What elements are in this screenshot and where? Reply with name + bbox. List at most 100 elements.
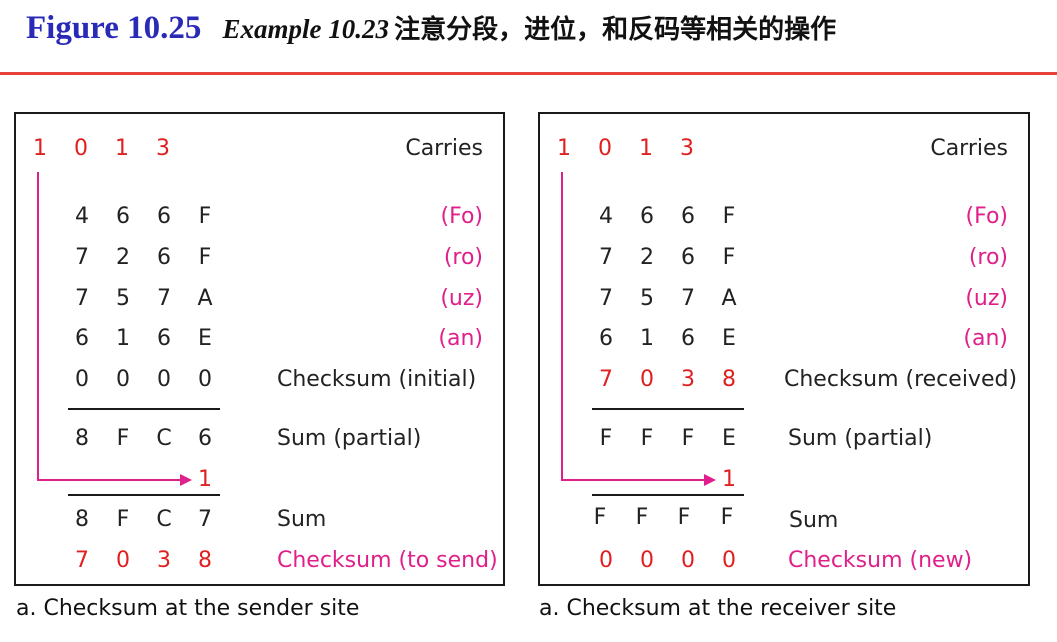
receiver-word-label: (uz) [965,286,1008,311]
receiver-result-digit: 0 [681,548,695,573]
receiver-partial-digit: F [640,426,654,451]
sender-carry-in: 1 [198,467,212,492]
receiver-checksum-received-label: Checksum (received) [784,367,1018,392]
receiver-sum-digit: F [635,505,649,530]
sender-final-rule [68,494,220,496]
receiver-word-digit: 6 [640,204,654,229]
receiver-carry-digit: 1 [557,136,571,161]
receiver-word-digit: 6 [681,326,695,351]
sender-result-digit: 3 [157,548,171,573]
sender-word-digit: 2 [116,245,130,270]
receiver-word-digit: 1 [640,326,654,351]
receiver-carries-label: Carries [930,136,1008,161]
receiver-partial-digit: F [599,426,613,451]
receiver-word-digit: A [721,286,737,311]
sender-sum-rule [68,408,220,410]
receiver-partial-digit: F [681,426,695,451]
sender-result-digit: 8 [198,548,212,573]
sender-word-digit: 7 [75,286,89,311]
receiver-checksum-digit: 7 [599,367,613,392]
sender-word-label: (an) [438,326,483,351]
receiver-carry-digit: 3 [680,136,694,161]
sender-word-digit: 4 [75,204,89,229]
receiver-result-digit: 0 [599,548,613,573]
receiver-result-label: Checksum (new) [788,548,973,573]
sender-checksum-initial-label: Checksum (initial) [277,367,477,392]
receiver-partial-digit: E [722,426,736,451]
receiver-result-digit: 0 [722,548,736,573]
receiver-carry-digit: 1 [639,136,653,161]
sender-carry-digit: 3 [156,136,170,161]
sender-carry-digit: 1 [33,136,47,161]
receiver-sum-digit: F [593,505,607,530]
sender-panel: 1 0 1 3 Carries 4 6 6 F (Fo) 7 2 6 F (ro… [14,112,505,586]
receiver-caption: a. Checksum at the receiver site [539,596,897,621]
sender-word-digit: 6 [157,204,171,229]
receiver-word-digit: 6 [681,204,695,229]
sender-checksum-digit: 0 [75,367,89,392]
sender-word-digit: 6 [157,326,171,351]
receiver-partial-label: Sum (partial) [788,426,933,451]
receiver-panel: 1 0 1 3 Carries 4 6 6 F (Fo) 7 2 6 F (ro… [538,112,1030,586]
sender-word-digit: 7 [157,286,171,311]
sender-word-label: (uz) [440,286,483,311]
receiver-carry-arrow [561,172,716,486]
sender-sum-digit: C [156,507,172,532]
sender-checksum-digit: 0 [116,367,130,392]
sender-carry-digit: 0 [74,136,88,161]
sender-carry-digit: 1 [115,136,129,161]
sender-word-digit: 1 [116,326,130,351]
receiver-checksum-digit: 8 [722,367,736,392]
sender-partial-digit: 8 [75,426,89,451]
sender-carries-label: Carries [405,136,483,161]
title-divider [0,72,1057,75]
sender-partial-digit: 6 [198,426,212,451]
receiver-word-digit: 7 [681,286,695,311]
sender-word-digit: F [198,204,212,229]
example-number: Example 10.23 [222,14,389,44]
receiver-word-digit: 6 [681,245,695,270]
receiver-final-rule [592,494,744,496]
figure-title: Figure 10.25 Example 10.23 注意分段，进位，和反码等相… [26,8,836,52]
sender-word-digit: 6 [75,326,89,351]
sender-word-digit: 6 [157,245,171,270]
receiver-carry-digit: 0 [598,136,612,161]
receiver-word-label: (Fo) [965,204,1009,229]
sender-sum-label: Sum [277,507,327,532]
receiver-word-digit: 4 [599,204,613,229]
receiver-word-digit: 7 [599,286,613,311]
receiver-result-digit: 0 [640,548,654,573]
sender-word-label: (ro) [443,245,483,270]
sender-caption: a. Checksum at the sender site [16,596,360,621]
figure-number: Figure 10.25 [26,10,202,46]
receiver-checksum-digit: 0 [640,367,654,392]
receiver-word-digit: F [722,245,736,270]
sender-word-digit: 5 [116,286,130,311]
receiver-word-digit: 2 [640,245,654,270]
sender-checksum-digit: 0 [198,367,212,392]
figure-note: 注意分段，进位，和反码等相关的操作 [394,15,837,45]
sender-word-digit: A [197,286,213,311]
sender-word-digit: 7 [75,245,89,270]
receiver-word-digit: 6 [599,326,613,351]
receiver-word-digit: 5 [640,286,654,311]
sender-result-digit: 7 [75,548,89,573]
sender-word-digit: E [198,326,212,351]
receiver-word-digit: 7 [599,245,613,270]
receiver-word-digit: F [722,204,736,229]
receiver-word-label: (ro) [968,245,1008,270]
sender-partial-digit: F [116,426,130,451]
receiver-sum-digit: F [720,505,734,530]
sender-result-digit: 0 [116,548,130,573]
receiver-carry-in: 1 [722,467,736,492]
receiver-word-digit: E [722,326,736,351]
sender-partial-label: Sum (partial) [277,426,422,451]
receiver-sum-label: Sum [789,508,839,533]
receiver-word-label: (an) [963,326,1008,351]
sender-checksum-digit: 0 [157,367,171,392]
sender-word-digit: F [198,245,212,270]
sender-partial-digit: C [156,426,172,451]
receiver-sum-digit: F [677,505,691,530]
receiver-sum-rule [592,408,744,410]
receiver-checksum-digit: 3 [681,367,695,392]
